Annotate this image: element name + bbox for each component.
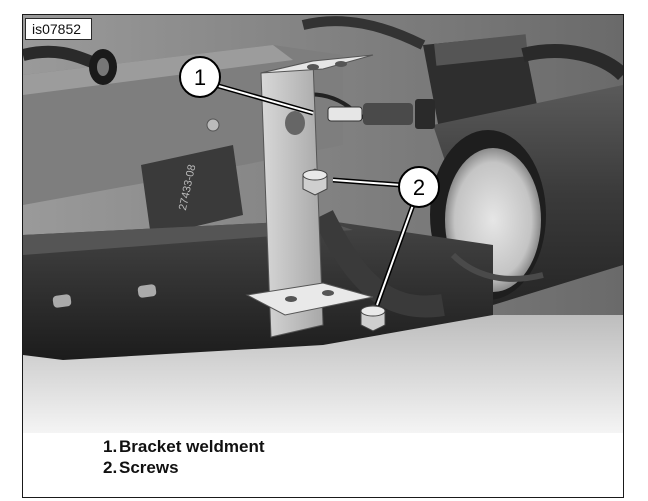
leader-lines	[214, 82, 416, 306]
bracket-bottom-flange	[245, 282, 374, 316]
screw-lower	[360, 304, 386, 332]
frame-slot	[137, 284, 157, 298]
svg-text:2: 2	[413, 175, 425, 200]
bent-pipe	[313, 210, 445, 318]
figure-legend: 1. Bracket weldment 2. Screws	[23, 437, 623, 479]
technical-illustration: 27433-08	[23, 15, 623, 433]
screw-upper	[302, 168, 328, 196]
bracket-top-flange	[260, 54, 374, 74]
figure-frame: 27433-08	[22, 14, 624, 498]
rail-bolt	[206, 118, 220, 132]
frame-slot	[52, 294, 72, 308]
legend-item: 1. Bracket weldment	[23, 437, 623, 458]
callout-1: 1	[179, 56, 221, 98]
legend-label: Bracket weldment	[119, 437, 265, 456]
bracket-hole	[285, 111, 305, 135]
figure-id-label: is07852	[25, 18, 93, 40]
legend-item: 2. Screws	[23, 458, 623, 479]
legend-label: Screws	[119, 458, 179, 477]
switch-body	[363, 103, 413, 125]
legend-number: 1.	[103, 437, 118, 456]
svg-text:1: 1	[194, 65, 206, 90]
callout-2: 2	[398, 166, 440, 208]
legend-number: 2.	[103, 458, 118, 477]
connector	[327, 106, 363, 122]
top-hose	[301, 16, 426, 50]
label-plate	[141, 145, 243, 237]
